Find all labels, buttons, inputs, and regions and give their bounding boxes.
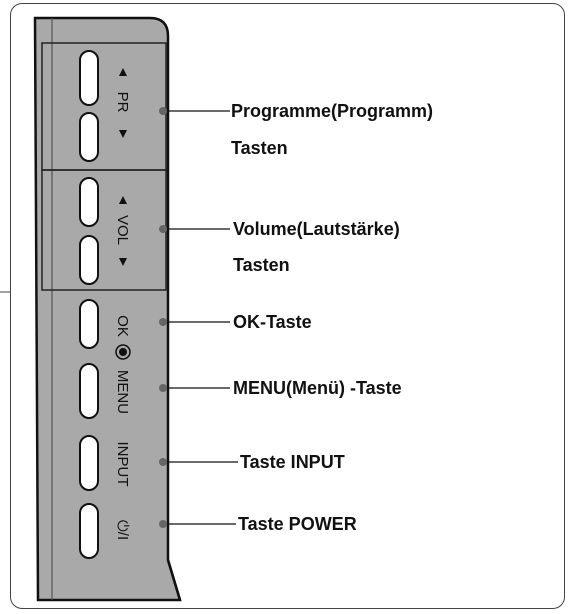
pr-down-button[interactable]	[79, 112, 99, 162]
programme-callout-line1: Programme(Programm)	[231, 101, 433, 121]
side-panel-body	[33, 16, 182, 602]
ok-callout: OK-Taste	[233, 312, 312, 332]
volume-leader-dot	[159, 225, 167, 233]
ok-label: OK	[114, 315, 131, 337]
power-leader-dot	[159, 520, 167, 528]
pr-down-arrow-icon	[119, 130, 127, 138]
vol-label: VOL	[114, 215, 131, 245]
vol-up-arrow-icon	[119, 196, 127, 204]
pr-label: PR	[114, 92, 131, 113]
panel-foot	[166, 559, 182, 601]
power-label: ⏻/I	[114, 520, 131, 540]
menu-leader-dot	[159, 384, 167, 392]
menu-button[interactable]	[79, 363, 99, 419]
programme-callout-line2: Tasten	[231, 138, 288, 158]
ok-button[interactable]	[79, 299, 99, 349]
vol-down-button[interactable]	[79, 235, 99, 285]
programme-leader-dot	[159, 107, 167, 115]
volume-callout-line2: Tasten	[233, 255, 290, 275]
input-callout: Taste INPUT	[240, 452, 345, 472]
pr-up-button[interactable]	[79, 50, 99, 106]
power-callout: Taste POWER	[238, 514, 357, 534]
power-button[interactable]	[79, 503, 99, 559]
volume-callout-line1: Volume(Lautstärke)	[233, 219, 400, 239]
vol-up-button[interactable]	[79, 177, 99, 227]
diagram-frame	[10, 3, 565, 609]
input-leader-dot	[159, 458, 167, 466]
ok-dot-icon	[115, 344, 131, 360]
pr-up-arrow-icon	[119, 68, 127, 76]
vol-down-arrow-icon	[119, 258, 127, 266]
input-label: INPUT	[114, 442, 131, 487]
ok-leader-dot	[159, 318, 167, 326]
menu-label: MENU	[114, 370, 131, 414]
menu-callout: MENU(Menü) -Taste	[233, 378, 402, 398]
input-button[interactable]	[79, 435, 99, 491]
